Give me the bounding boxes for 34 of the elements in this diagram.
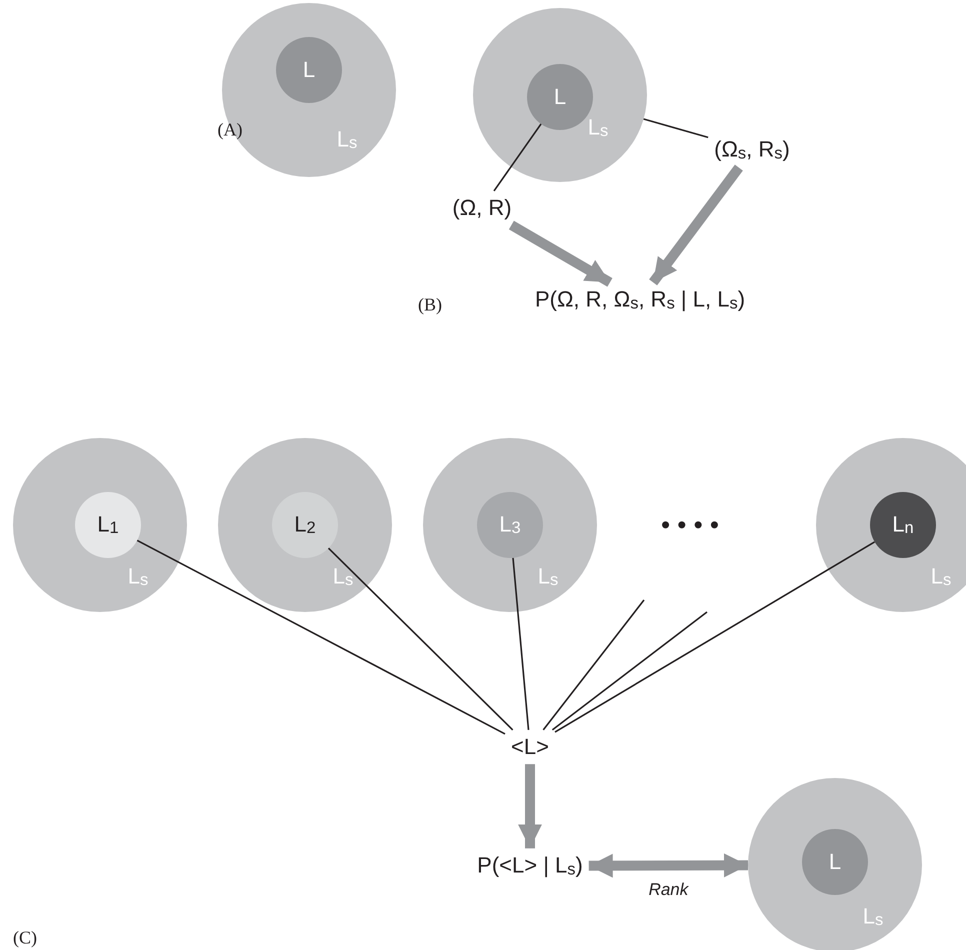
panel-label: (C) <box>13 928 37 948</box>
circle-label: L$_{s}$ <box>128 565 148 589</box>
circle-label: L$_{s}$ <box>332 565 354 589</box>
block-arrow <box>649 164 743 286</box>
connector-line <box>643 118 708 138</box>
panel-label: (B) <box>418 294 442 316</box>
circle-label: L$_{s}$ <box>862 905 884 929</box>
circle-label: L <box>302 59 316 81</box>
circle-label: L$_{s}$ <box>538 565 558 589</box>
panel-label: (A) <box>218 120 242 140</box>
connector-line <box>512 558 530 730</box>
circle-label: L <box>554 86 566 108</box>
ellipsis-dots: • • • • <box>660 510 720 540</box>
formula-text: <L> <box>508 732 552 762</box>
circle-label: L$_{s}$ <box>930 565 952 589</box>
connector-line <box>493 124 542 192</box>
circle-label: L$_{n}$ <box>892 513 914 537</box>
formula-text: (Ω, R) <box>449 194 515 222</box>
connector-line <box>136 540 506 735</box>
block-arrow <box>588 853 748 878</box>
connector-line <box>328 548 514 730</box>
block-arrow <box>508 220 612 287</box>
circle-label: L$_{3}$ <box>499 513 521 537</box>
connector-line <box>554 541 875 733</box>
circle-label: L$_{2}$ <box>294 513 316 537</box>
connector-line <box>542 600 645 730</box>
formula-text: P(Ω, R, Ω$_{s}$, R$_{s}$ | L, L$_{s}$) <box>532 285 748 315</box>
circle-label: L <box>828 851 842 873</box>
formula-text: (Ω$_{s}$, R$_{s}$) <box>711 135 793 165</box>
circle-label: L$_{s}$ <box>588 116 608 140</box>
circle-label: L$_{1}$ <box>97 513 119 537</box>
connector-line <box>552 611 708 731</box>
circle-label: L$_{s}$ <box>336 128 358 152</box>
formula-text: P(<L> | L$_{s}$) <box>474 851 586 881</box>
